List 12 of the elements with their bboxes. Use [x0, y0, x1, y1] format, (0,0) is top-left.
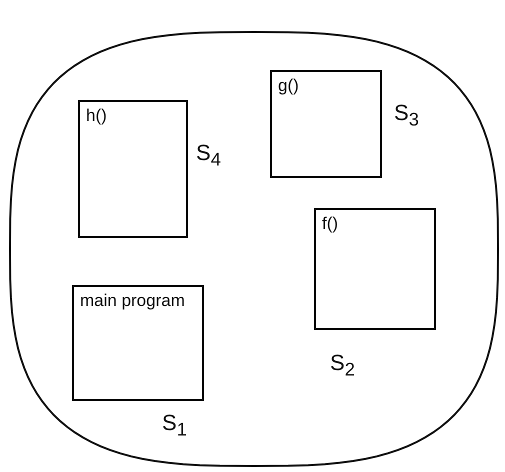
segment-label: S$_{2}$ — [330, 350, 355, 380]
segment-label: S$_{1}$ — [162, 410, 187, 440]
segment-box — [78, 100, 188, 238]
segment-name: h() — [86, 106, 107, 126]
segment-name: g() — [278, 76, 299, 96]
segment-box — [314, 208, 436, 330]
segment-label: S$_{3}$ — [394, 100, 419, 130]
segment-name: f() — [322, 214, 338, 234]
segment-box — [270, 70, 382, 178]
segment-box — [72, 285, 204, 401]
segment-label: S$_{4}$ — [196, 140, 221, 170]
segment-name: main program — [80, 291, 185, 311]
